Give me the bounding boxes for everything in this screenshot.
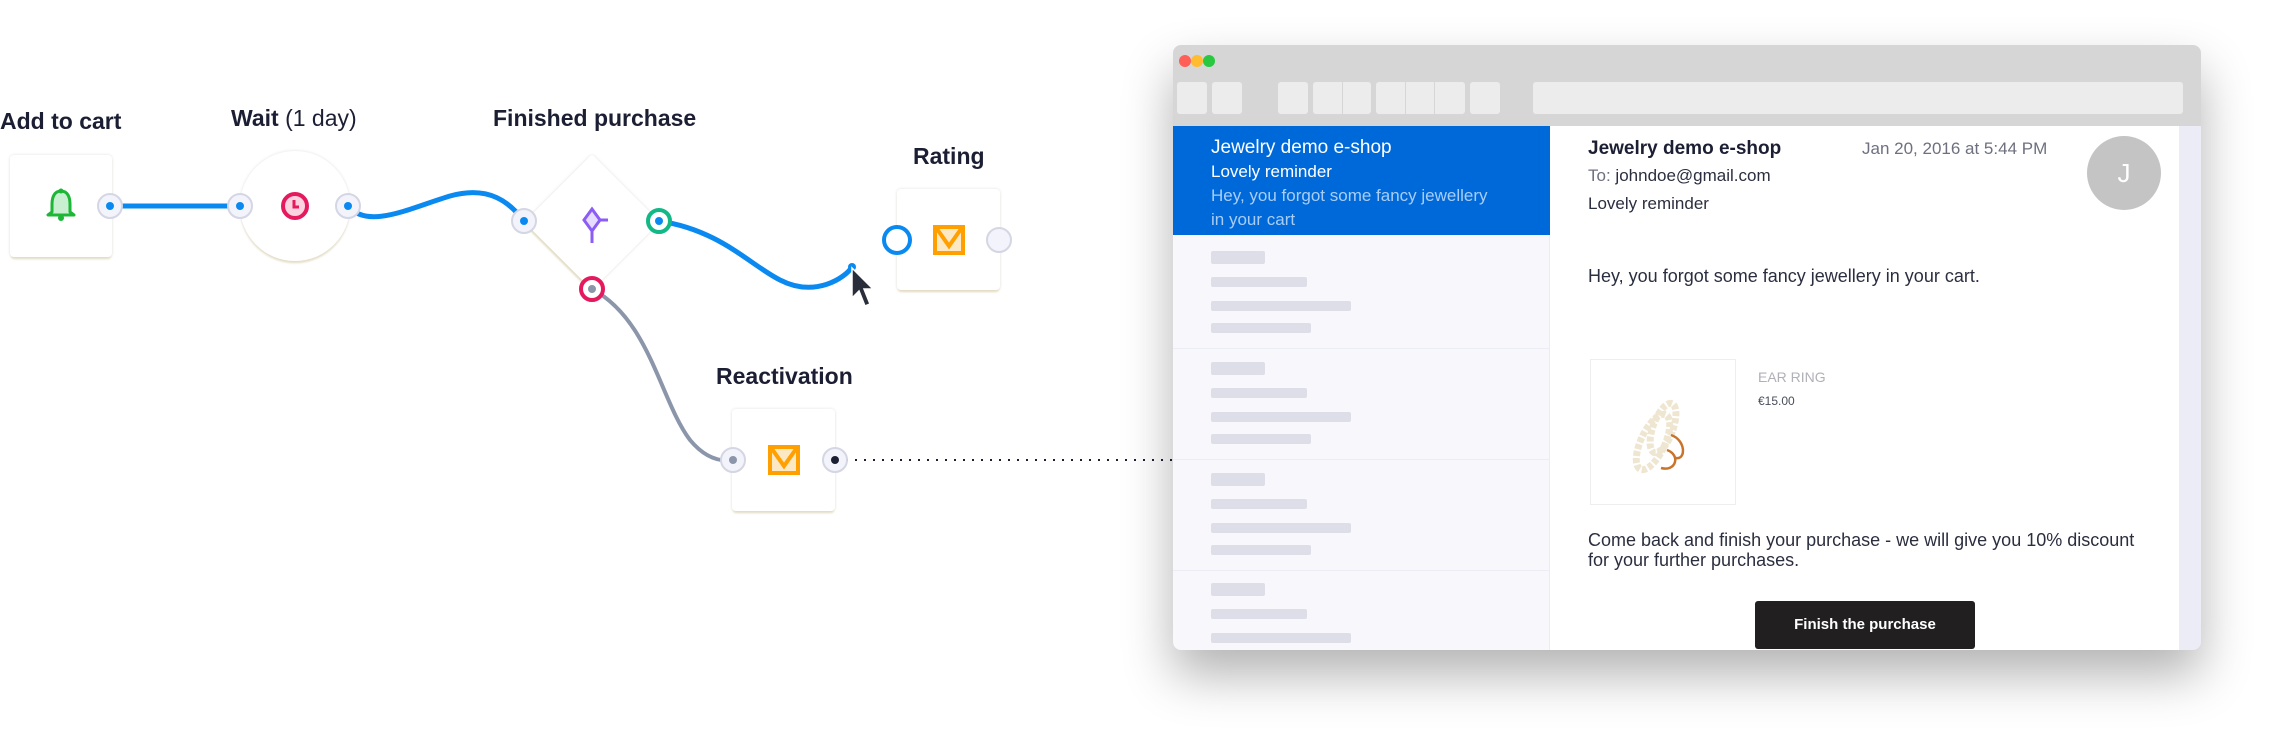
wait-out-port[interactable] [335,193,361,219]
toolbar-button[interactable] [1313,82,1342,114]
reactivation-node[interactable] [732,409,835,511]
minimize-window-button[interactable] [1191,55,1203,67]
toolbar-button[interactable] [1470,82,1500,114]
message-body: Come back and finish your purchase - we … [1588,530,2135,570]
message-recipient: To: johndoe@gmail.com [1588,166,1771,186]
rating-in-port[interactable] [882,225,912,255]
node-label-rating: Rating [913,143,985,169]
wait-label-text: Wait [231,105,279,131]
list-item-sender: Jewelry demo e-shop [1211,137,1392,158]
clock-icon [281,192,309,220]
message-view: Jewelry demo e-shop Jan 20, 2016 at 5:44… [1550,126,2179,650]
message-list-item-selected[interactable]: Jewelry demo e-shop Lovely reminder Hey,… [1173,126,1550,235]
message-list: Jewelry demo e-shop Lovely reminder Hey,… [1173,126,1550,650]
split-icon [582,206,608,243]
wait-in-port[interactable] [227,193,253,219]
node-label-wait: Wait (1 day) [231,105,357,132]
message-subject: Lovely reminder [1588,194,1709,213]
list-item-preview: Hey, you forgot some fancy jewellery in … [1211,186,1488,229]
toolbar-button[interactable] [1278,82,1308,114]
to-address: johndoe@gmail.com [1615,166,1771,185]
wire-no-to-reactivation [591,287,734,463]
wire-wait-to-finished [346,190,526,223]
wait-node[interactable] [240,151,350,261]
finished-no-port[interactable] [579,276,605,302]
list-item-subject: Lovely reminder [1211,162,1332,181]
mail-icon [768,445,800,475]
message-greeting: Hey, you forgot some fancy jewellery in … [1588,266,1980,286]
product-price: €15.00 [1758,394,1795,408]
wire-dragging-to-rating [658,218,855,290]
toolbar-button[interactable] [1177,82,1207,114]
zoom-window-button[interactable] [1203,55,1215,67]
earring-image [1632,399,1685,474]
finished-yes-port[interactable] [646,208,672,234]
rating-node[interactable] [897,189,1000,290]
toolbar-button[interactable] [1343,82,1371,114]
avatar: J [2087,136,2161,210]
finish-purchase-button[interactable]: Finish the purchase [1755,601,1975,649]
product-name: EAR RING [1758,369,1826,385]
reactivation-in-port[interactable] [720,447,746,473]
node-label-reactivation: Reactivation [716,363,853,389]
wait-duration: (1 day) [285,105,357,131]
mail-window: Jewelry demo e-shop Lovely reminder Hey,… [1173,45,2201,650]
message-date: Jan 20, 2016 at 5:44 PM [1862,139,2048,158]
mail-icon [933,225,965,255]
close-window-button[interactable] [1179,55,1191,67]
add-to-cart-node[interactable] [10,155,112,257]
toolbar-button[interactable] [1376,82,1405,114]
scrollbar[interactable] [2179,126,2201,650]
add-to-cart-out-port[interactable] [97,193,123,219]
reactivation-out-port[interactable] [822,447,848,473]
rating-out-port[interactable] [986,227,1012,253]
node-label-finished-purchase: Finished purchase [493,105,697,131]
message-sender: Jewelry demo e-shop [1588,138,1782,159]
search-field[interactable] [1533,82,2183,114]
node-label-add-to-cart: Add to cart [0,108,122,134]
toolbar-button[interactable] [1212,82,1242,114]
toolbar-button[interactable] [1406,82,1434,114]
bell-icon [46,188,76,221]
to-label: To: [1588,166,1611,185]
toolbar-button[interactable] [1435,82,1465,114]
cursor-icon [851,266,875,307]
product-image[interactable] [1590,359,1736,505]
finished-in-port[interactable] [511,208,537,234]
